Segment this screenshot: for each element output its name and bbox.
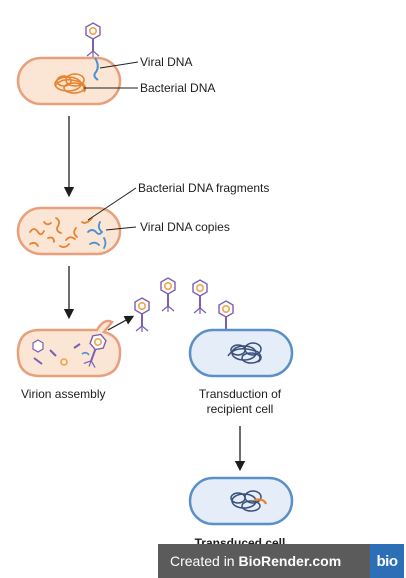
viral-dna-copies <box>87 221 107 249</box>
integrated-bacterial-dna <box>253 498 268 505</box>
infected-cell <box>16 56 122 106</box>
bacterial-dna-fragments <box>29 217 93 249</box>
viral-dna-copies-label: Viral DNA copies <box>140 220 230 234</box>
viral-dna-leader <box>99 61 139 69</box>
recipient-dna-coil <box>227 342 262 364</box>
transduction-label-line1: Transduction of <box>199 387 282 401</box>
virion-assembly-label: Virion assembly <box>21 387 105 401</box>
transduced-cell <box>188 476 294 526</box>
transduction-label-line2: recipient cell <box>207 402 274 416</box>
biorender-logo-icon: bio <box>370 544 404 578</box>
released-phage-icon <box>160 277 176 313</box>
infecting-phage-icon <box>85 22 101 58</box>
copies-leader <box>105 226 137 231</box>
release-arrow <box>107 315 135 331</box>
released-phage-icon <box>192 279 208 315</box>
released-phage-icon <box>134 297 150 333</box>
assembling-virion-parts <box>32 339 90 366</box>
watermark-prefix: Created in <box>170 553 239 569</box>
recipient-cell <box>188 328 294 378</box>
bacterial-dna-fragments-label: Bacterial DNA fragments <box>138 181 269 195</box>
bursting-cell <box>16 319 122 378</box>
transduced-dna-coil <box>230 490 262 512</box>
watermark-brand: BioRender.com <box>238 553 342 569</box>
bacterial-dna-label: Bacterial DNA <box>140 81 215 95</box>
viral-dna-label: Viral DNA <box>140 55 192 69</box>
biorender-watermark[interactable]: Created in BioRender.com bio <box>158 544 404 578</box>
viral-dna-strand <box>93 57 99 81</box>
watermark-text: Created in BioRender.com <box>158 553 341 569</box>
fragments-leader <box>87 187 137 221</box>
